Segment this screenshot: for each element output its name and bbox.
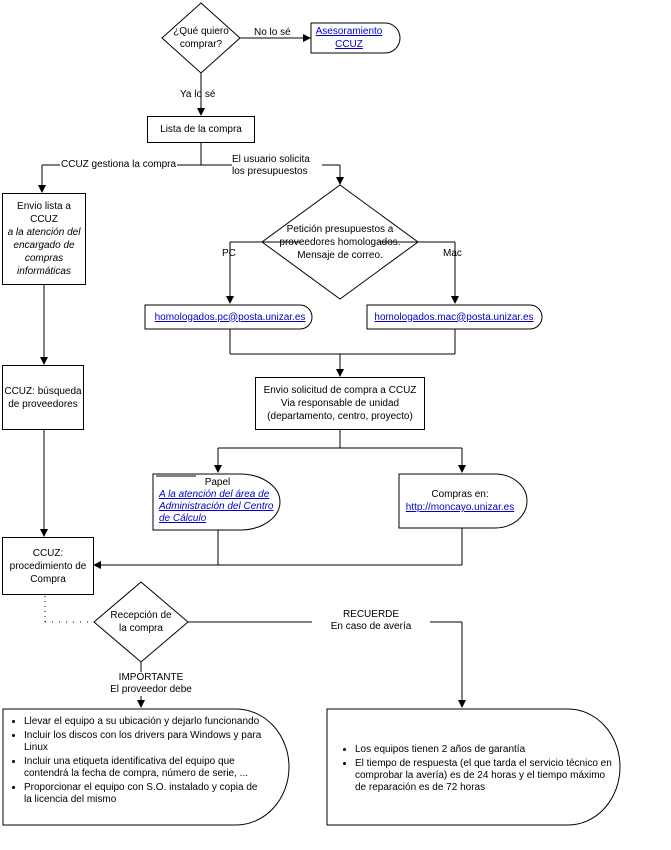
lista-compra-box: Lista de la compra bbox=[147, 116, 255, 143]
email-pc-node[interactable]: homologados.pc@posta.unizar.es bbox=[147, 305, 313, 329]
recepcion-text: Recepción de la compra bbox=[110, 610, 172, 634]
decision-diamond-peticion bbox=[261, 184, 419, 300]
papel-node: Papel A la atención del área de Administ… bbox=[155, 477, 280, 525]
decision-que-comprar: ¿Qué quiero comprar? bbox=[172, 22, 230, 54]
decision-question-text: ¿Qué quiero comprar? bbox=[173, 26, 229, 50]
proveedor-shape bbox=[2, 708, 290, 826]
peticion-text: Petición presupuestos a proveedores homo… bbox=[279, 223, 401, 261]
recuerde-title: RECUERDE bbox=[342, 609, 400, 620]
compras-title: Compras en: bbox=[431, 489, 489, 500]
compras-node: Compras en: http://moncayo.unizar.es bbox=[400, 484, 520, 518]
envio-solicitud-line2: Via responsable de unidad bbox=[280, 398, 400, 409]
label-usuario-solicita: El usuario solicita los presupuestos bbox=[232, 154, 322, 178]
averia-list: Los equipos tienen 2 años de garantía El… bbox=[337, 744, 612, 794]
averia-item: El tiempo de respuesta (el que tarda el … bbox=[355, 758, 612, 794]
envio-solicitud-box: Envio solicitud de compra a CCUZ Via res… bbox=[255, 377, 425, 430]
email-mac-node[interactable]: homologados.mac@posta.unizar.es bbox=[368, 305, 540, 329]
envio-solicitud-line3: (departamento, centro, proyecto) bbox=[267, 411, 413, 422]
proveedor-list: Llevar el equipo a su ubicación y dejarl… bbox=[6, 716, 268, 806]
recuerde-subtitle: En caso de avería bbox=[330, 621, 412, 632]
email-mac-shape bbox=[366, 304, 543, 330]
label-no-lo-se: No lo sé bbox=[254, 27, 291, 38]
importante-subtitle: El proveedor debe bbox=[110, 684, 192, 695]
asesoramiento-node[interactable]: Asesoramiento CCUZ bbox=[313, 23, 385, 53]
lista-compra-text: Lista de la compra bbox=[160, 124, 242, 135]
compras-shape bbox=[398, 473, 528, 529]
peticion-node: Petición presupuestos a proveedores homo… bbox=[274, 220, 406, 264]
averia-shape bbox=[326, 708, 621, 826]
procedimiento-box: CCUZ: procedimiento de Compra bbox=[2, 537, 94, 595]
email-mac-link[interactable]: homologados.mac@posta.unizar.es bbox=[374, 311, 534, 323]
importante-title: IMPORTANTE bbox=[118, 672, 184, 683]
label-ya-lo-se: Ya lo sé bbox=[180, 89, 216, 100]
label-pc: PC bbox=[222, 248, 236, 259]
label-mac: Mac bbox=[443, 248, 462, 259]
busqueda-text: CCUZ: búsqueda de proveedores bbox=[4, 385, 82, 410]
compras-link[interactable]: http://moncayo.unizar.es bbox=[405, 502, 515, 513]
proveedor-item: Proporcionar el equipo con S.O. instalad… bbox=[24, 782, 268, 806]
recepcion-node: Recepción de la compra bbox=[110, 600, 172, 644]
email-pc-shape bbox=[144, 304, 313, 330]
recuerde-label: RECUERDE En caso de avería bbox=[312, 609, 430, 633]
busqueda-box: CCUZ: búsqueda de proveedores bbox=[2, 365, 84, 430]
envio-lista-box: Envio lista a CCUZ a la atención del enc… bbox=[2, 193, 86, 285]
envio-solicitud-line1: Envio solicitud de compra a CCUZ bbox=[263, 385, 417, 396]
proveedor-note: Llevar el equipo a su ubicación y dejarl… bbox=[6, 716, 268, 808]
papel-title: Papel bbox=[204, 477, 231, 488]
papel-shape bbox=[152, 473, 281, 531]
envio-lista-title: Envio lista a CCUZ bbox=[17, 201, 71, 225]
email-pc-link[interactable]: homologados.pc@posta.unizar.es bbox=[154, 311, 306, 323]
procedimiento-text: CCUZ: procedimiento de Compra bbox=[9, 547, 87, 585]
proveedor-item: Incluir una etiqueta identificativa del … bbox=[24, 756, 268, 780]
asesoramiento-shape bbox=[310, 22, 401, 54]
proveedor-item: Incluir los discos con los drivers para … bbox=[24, 730, 268, 754]
label-ccuz-gestiona: CCUZ gestiona la compra bbox=[60, 159, 178, 171]
importante-label: IMPORTANTE El proveedor debe bbox=[96, 672, 206, 696]
asesoramiento-link[interactable]: Asesoramiento CCUZ bbox=[315, 26, 383, 50]
averia-item: Los equipos tienen 2 años de garantía bbox=[355, 744, 612, 756]
averia-note: Los equipos tienen 2 años de garantía El… bbox=[337, 744, 612, 796]
proveedor-item: Llevar el equipo a su ubicación y dejarl… bbox=[24, 716, 268, 728]
papel-link[interactable]: A la atención del área de Administración… bbox=[159, 489, 274, 524]
envio-lista-italic: a la atención del encargado de compras i… bbox=[7, 227, 81, 277]
